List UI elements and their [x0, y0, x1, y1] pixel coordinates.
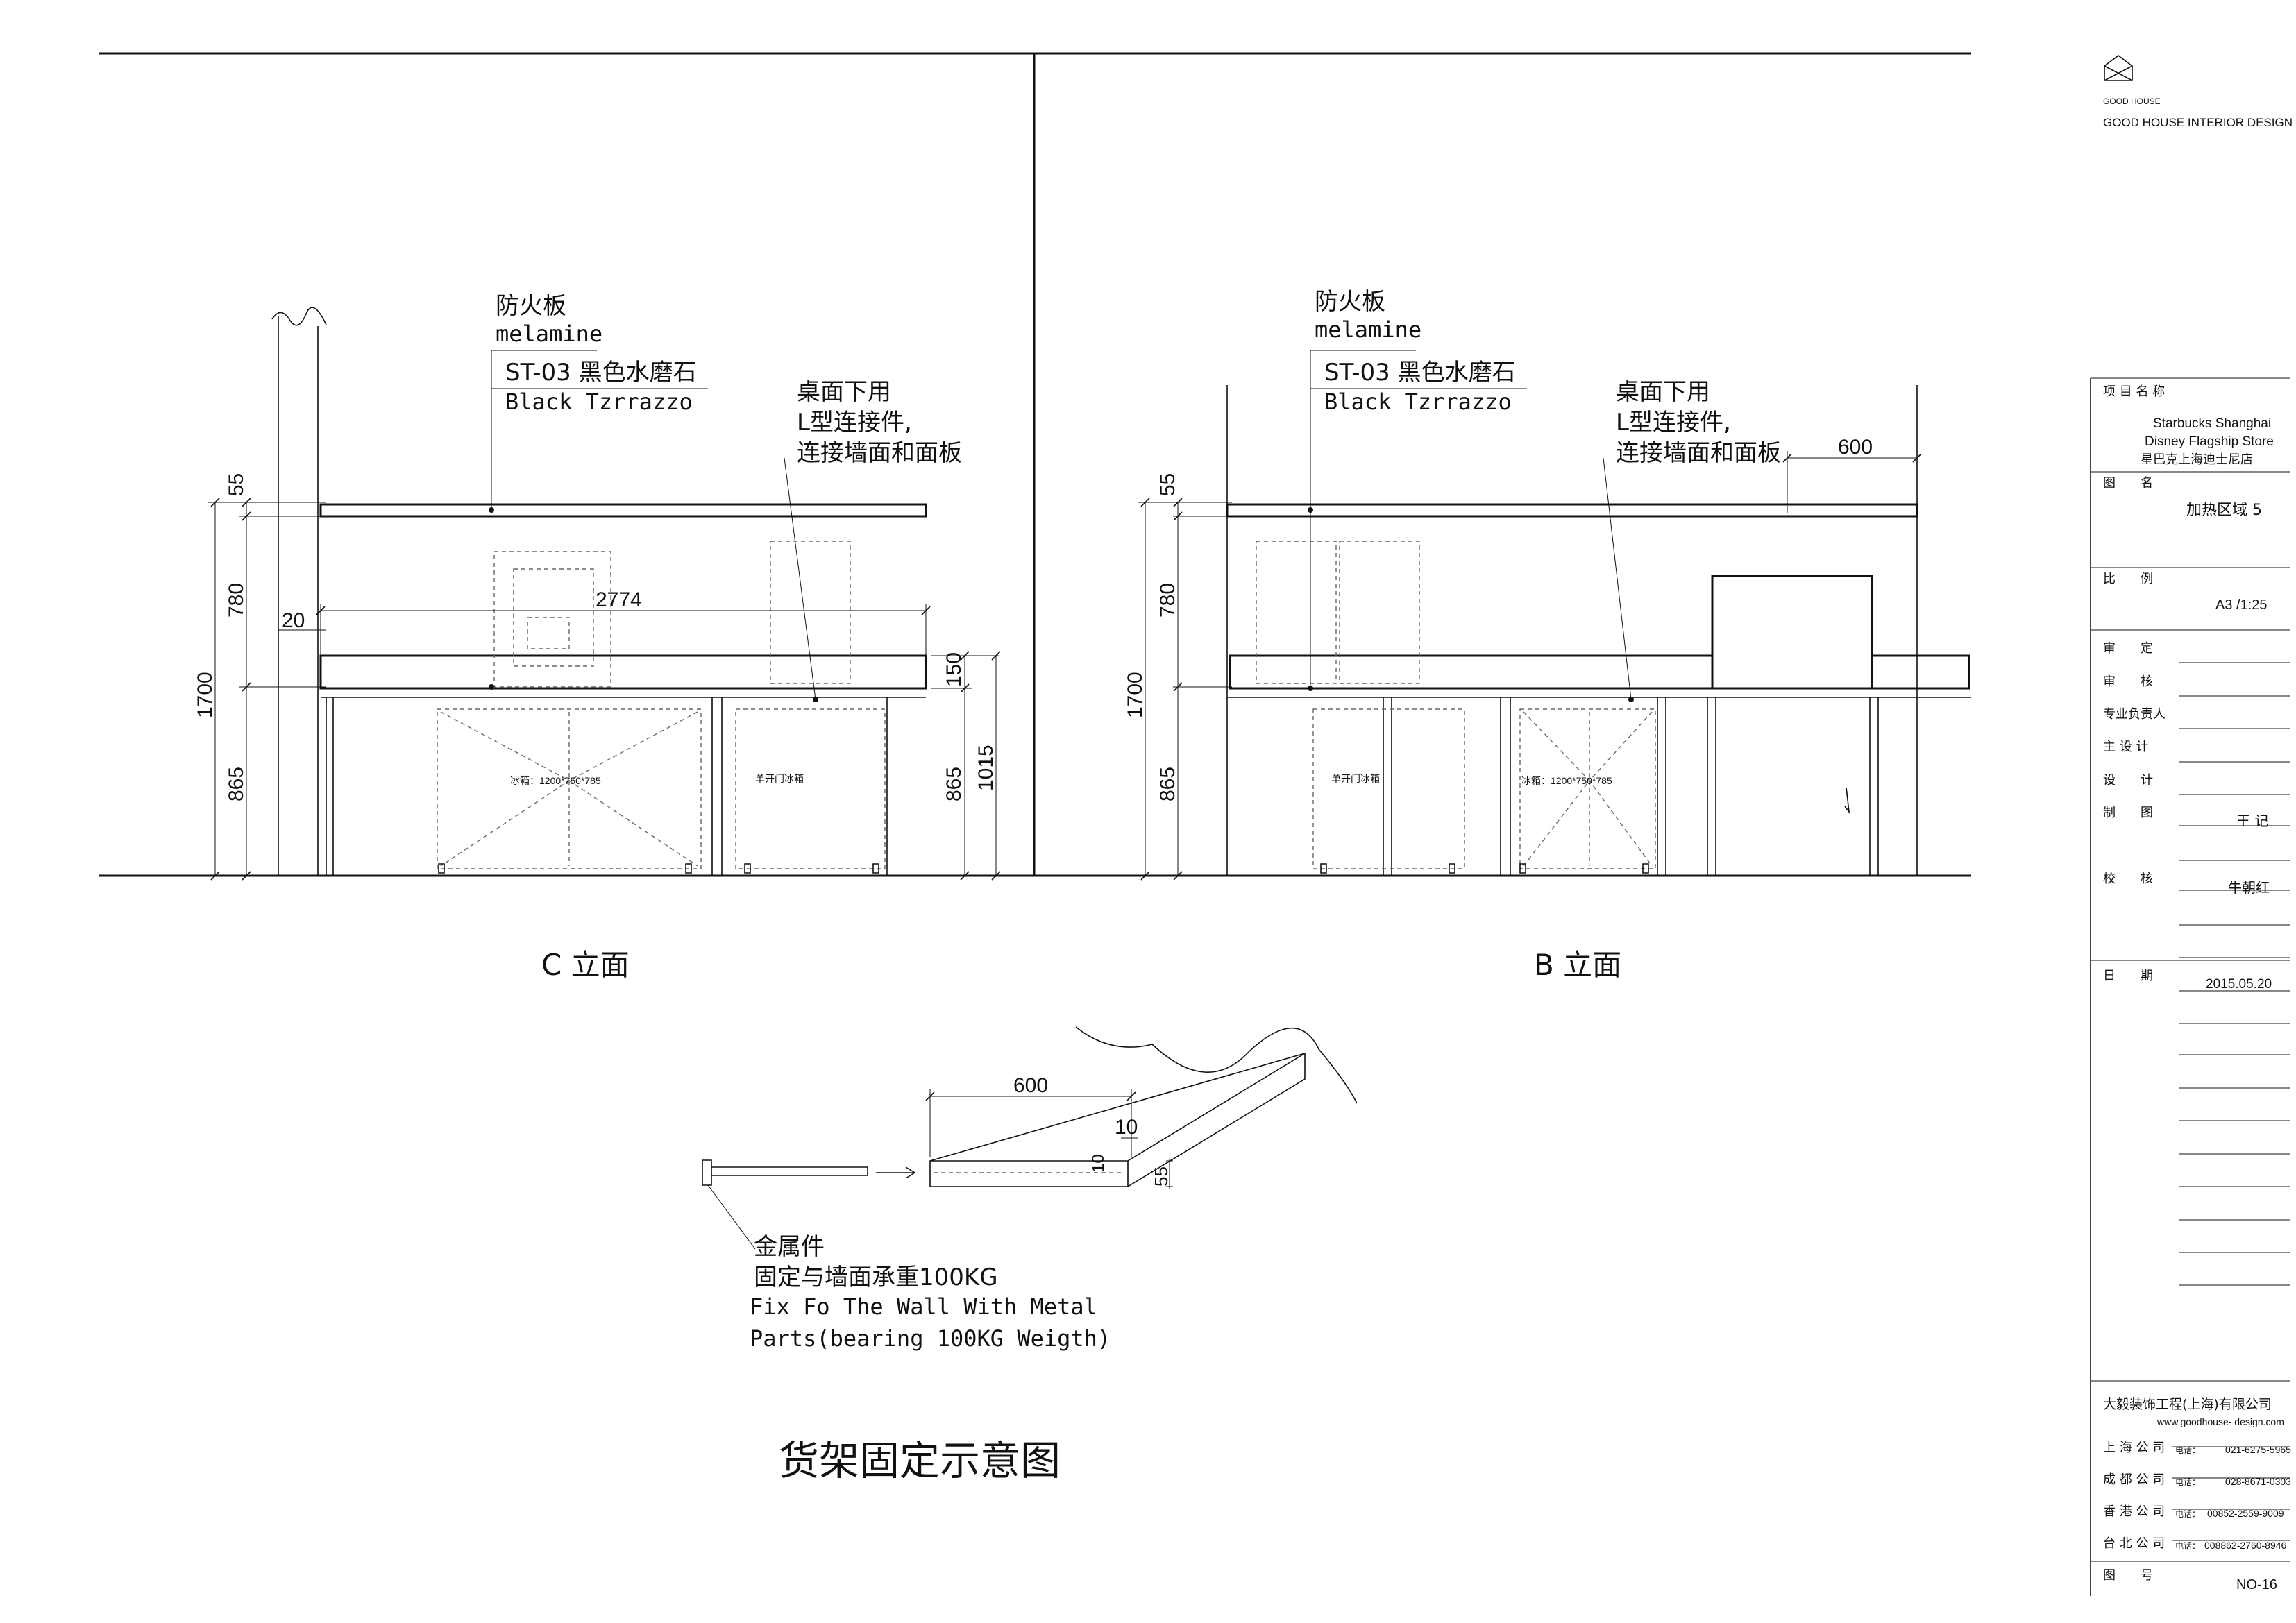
website: www.goodhouse- design.com [2156, 1416, 2284, 1427]
office-0-phone-label: 电话： [2175, 1445, 2200, 1455]
c-dim-total: 1700 [194, 672, 217, 718]
c-dim-lower: 865 [225, 767, 248, 801]
scale-label: 比 例 [2103, 572, 2153, 586]
c-stone-cn: ST-03 黑色水磨石 [505, 359, 697, 386]
draft-label: 制 图 [2103, 806, 2153, 820]
c-fire-board-cn: 防火板 [496, 292, 566, 320]
b-dim-top: 55 [1156, 473, 1179, 496]
office-0-name: 上 海 公 司 [2103, 1441, 2165, 1455]
office-1-phone: 028-8671-0303 [2225, 1476, 2291, 1487]
design-label: 设 计 [2103, 773, 2153, 788]
shelf-detail-title: 货架固定示意图 [779, 1437, 1061, 1484]
detail-metal-cn: 金属件 [754, 1233, 825, 1261]
approve-label: 审 定 [2103, 641, 2153, 656]
office-3-phone-label: 电话： [2175, 1541, 2200, 1551]
elevation-b [1138, 350, 1971, 881]
office-2-phone: 00852-2559-9009 [2207, 1508, 2284, 1519]
c-bracket-line2: L型连接件, [797, 409, 912, 436]
detail-dim-lip-height: 10 [1089, 1154, 1108, 1173]
review-label: 审 核 [2103, 674, 2153, 689]
drawing-name-label: 图 名 [2103, 476, 2153, 491]
elevation-b-title: B 立面 [1534, 948, 1621, 982]
draft-name: 王 记 [2236, 813, 2268, 829]
shelf-detail [702, 1026, 1358, 1250]
c-dim-upper: 780 [225, 583, 248, 618]
project-cn: 星巴克上海迪士尼店 [2141, 452, 2253, 467]
b-dim-total: 1700 [1124, 672, 1147, 718]
company-cn: 大毅装饰工程(上海)有限公司 [2103, 1397, 2272, 1412]
c-fridge-large-label: 冰箱：1200*750*785 [510, 775, 601, 786]
b-fire-board-cn: 防火板 [1315, 288, 1385, 316]
office-0-phone: 021-6275-5965 [2225, 1444, 2291, 1455]
b-fridge-large-label: 冰箱：1200*750*785 [1521, 775, 1612, 786]
c-fridge-single-label: 单开门冰箱 [755, 773, 804, 784]
c-fire-board-en: melamine [496, 321, 602, 347]
drawing-name: 加热区域 5 [2186, 502, 2262, 519]
b-dim-lower: 865 [1156, 767, 1179, 801]
c-dim-right-lower: 865 [943, 767, 965, 801]
b-stone-cn: ST-03 黑色水磨石 [1324, 359, 1516, 386]
b-fridge-single-label: 单开门冰箱 [1331, 773, 1380, 784]
c-stone-en: Black Tzrrazzo [505, 389, 693, 415]
c-bracket-line1: 桌面下用 [797, 378, 891, 406]
b-dim-upper: 780 [1156, 583, 1179, 618]
scale: A3 /1:25 [2215, 597, 2268, 613]
date-label: 日 期 [2103, 969, 2153, 983]
office-2-phone-label: 电话： [2175, 1509, 2200, 1519]
c-dim-top: 55 [225, 473, 248, 496]
office-3-name: 台 北 公 司 [2103, 1536, 2165, 1551]
b-fire-board-en: melamine [1315, 316, 1421, 343]
detail-fix-en-2: Parts(bearing 100KG Weigth) [750, 1325, 1111, 1352]
sheet-no-label: 图 号 [2103, 1568, 2153, 1583]
detail-fix-cn: 固定与墙面承重100KG [754, 1264, 998, 1291]
project-label: 项 目 名 称 [2103, 384, 2165, 399]
c-dim-thickness: 150 [943, 652, 965, 687]
title-block-frame [2090, 377, 2290, 1596]
b-dim-shelf-depth: 600 [1838, 436, 1873, 459]
project-en-2: Disney Flagship Store [2145, 434, 2274, 449]
logo-text: GOOD HOUSE [2103, 96, 2161, 106]
company-line: GOOD HOUSE INTERIOR DESIGN [2103, 116, 2293, 129]
detail-fix-en-1: Fix Fo The Wall With Metal [750, 1293, 1097, 1320]
office-1-phone-label: 电话： [2175, 1477, 2200, 1487]
b-stone-en: Black Tzrrazzo [1324, 389, 1512, 415]
b-bracket-line2: L型连接件, [1616, 409, 1731, 436]
logo: GOOD HOUSE GOOD HOUSE INTERIOR DESIGN [2103, 55, 2293, 129]
c-dim-right-total: 1015 [974, 745, 997, 791]
c-dim-setback: 20 [282, 609, 305, 632]
elevation-c [208, 307, 1003, 881]
c-bracket-line3: 连接墙面和面板 [797, 439, 962, 467]
project-en-1: Starbucks Shanghai [2153, 416, 2271, 431]
elevation-c-title: C 立面 [541, 948, 630, 982]
c-dim-width: 2774 [596, 588, 642, 611]
chief-label: 主 设 计 [2103, 740, 2148, 754]
office-1-name: 成 都 公 司 [2103, 1472, 2165, 1487]
date: 2015.05.20 [2206, 977, 2272, 992]
check-name: 牛朝红 [2228, 879, 2270, 896]
check-label: 校 核 [2103, 872, 2153, 886]
lead-label: 专业负责人 [2103, 707, 2166, 722]
office-3-phone: 008862-2760-8946 [2204, 1540, 2287, 1551]
b-bracket-line3: 连接墙面和面板 [1616, 439, 1781, 467]
detail-dim-lip: 10 [1115, 1116, 1138, 1139]
office-2-name: 香 港 公 司 [2103, 1504, 2165, 1519]
detail-dim-thickness: 55 [1151, 1166, 1172, 1187]
detail-dim-depth: 600 [1013, 1074, 1048, 1097]
b-bracket-line1: 桌面下用 [1616, 378, 1710, 406]
sheet-no: NO-16 [2236, 1577, 2277, 1592]
